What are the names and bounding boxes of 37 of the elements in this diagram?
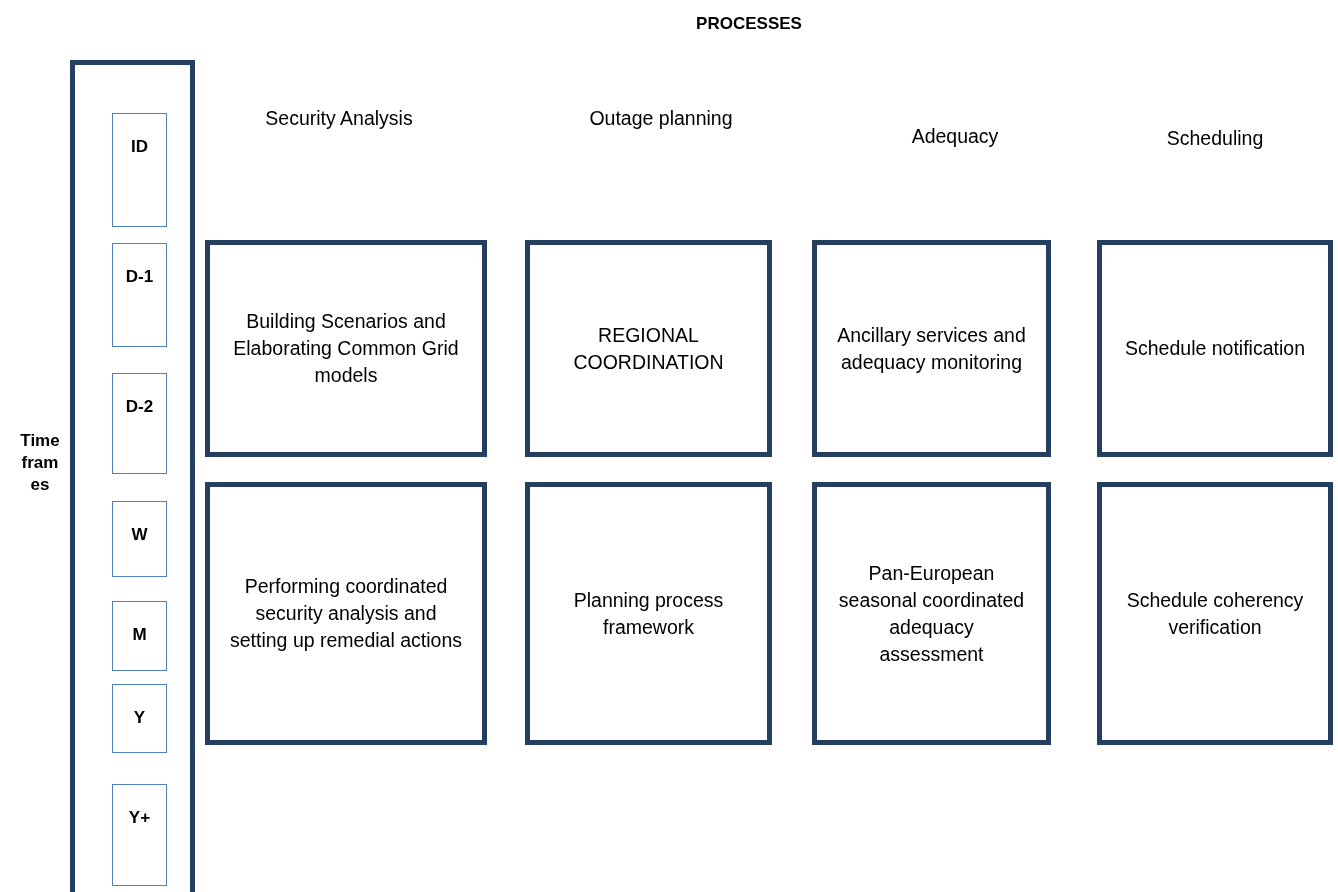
timeframe-label: W bbox=[130, 524, 149, 546]
column-heading: Adequacy bbox=[911, 125, 999, 148]
timeframe-box bbox=[112, 113, 167, 227]
process-box bbox=[205, 240, 487, 457]
column-heading: Outage planning bbox=[589, 107, 733, 130]
process-box bbox=[525, 240, 772, 457]
axis-heading: Timeframes bbox=[20, 430, 60, 496]
process-label: Pan-European seasonal coordinated adequacy assessment bbox=[837, 560, 1026, 667]
process-label: Ancillary services and adequacy monitoring bbox=[836, 322, 1027, 375]
process-label: Schedule notification bbox=[1125, 336, 1305, 361]
timeframe-label: D-1 bbox=[124, 266, 155, 288]
column-heading: Security Analysis bbox=[265, 107, 413, 130]
process-box bbox=[812, 240, 1051, 457]
process-box bbox=[1097, 482, 1333, 745]
timeframe-label: Y+ bbox=[127, 807, 152, 829]
timeframe-box bbox=[112, 373, 167, 474]
process-label: REGIONAL COORDINATION bbox=[572, 322, 725, 375]
timeframe-label: M bbox=[131, 624, 148, 646]
timeframe-label: D-2 bbox=[124, 396, 155, 418]
process-box bbox=[812, 482, 1051, 745]
timeframe-panel bbox=[70, 60, 195, 892]
process-label: Schedule coherency verification bbox=[1125, 587, 1305, 640]
process-box bbox=[525, 482, 772, 745]
timeframe-box bbox=[112, 601, 167, 671]
timeframe-label: ID bbox=[130, 136, 149, 158]
timeframe-box bbox=[112, 501, 167, 577]
process-box bbox=[205, 482, 487, 745]
process-label: Building Scenarios and Elaborating Common Grid models bbox=[232, 309, 460, 388]
timeframe-box bbox=[112, 684, 167, 753]
timeframe-box bbox=[112, 784, 167, 886]
diagram-title: PROCESSES bbox=[696, 14, 802, 34]
timeframe-label: Y bbox=[132, 707, 147, 729]
process-box bbox=[1097, 240, 1333, 457]
timeframe-box bbox=[112, 243, 167, 347]
process-label: Performing coordinated security analysis and setting up remedial actions bbox=[229, 574, 463, 653]
column-heading: Scheduling bbox=[1166, 127, 1264, 150]
process-label: Planning process framework bbox=[572, 587, 725, 640]
